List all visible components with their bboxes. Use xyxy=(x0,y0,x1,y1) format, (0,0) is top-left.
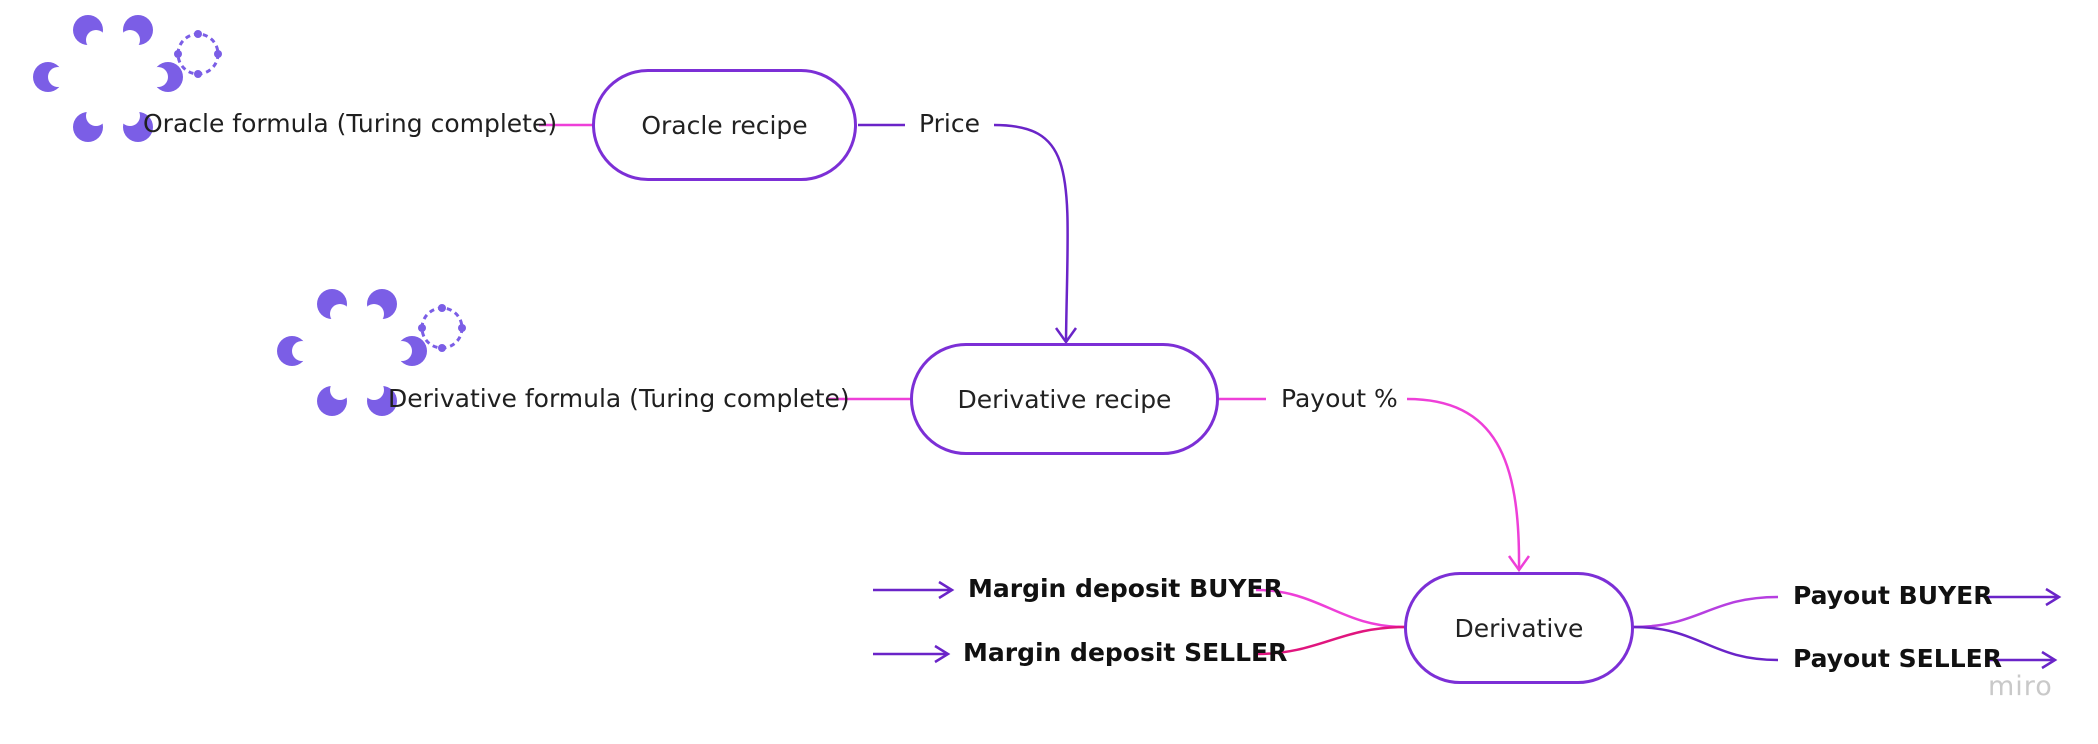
label-payout-pct[interactable]: Payout % xyxy=(1281,384,1398,413)
node-derivative[interactable]: Derivative xyxy=(1404,572,1634,684)
arrowhead-right xyxy=(938,580,955,600)
arrowhead-right xyxy=(2045,587,2062,607)
label-payout-buyer[interactable]: Payout BUYER xyxy=(1793,581,1993,610)
arrowhead-right xyxy=(934,644,951,664)
connector-margin-seller xyxy=(1255,625,1406,656)
node-oracle-recipe-label: Oracle recipe xyxy=(641,110,808,140)
node-oracle-recipe[interactable]: Oracle recipe xyxy=(592,69,857,181)
connector-payout-buyer xyxy=(1632,595,1779,629)
label-margin-buyer[interactable]: Margin deposit BUYER xyxy=(968,574,1283,603)
connector-payout-seller xyxy=(1632,625,1779,662)
node-derivative-recipe[interactable]: Derivative recipe xyxy=(910,343,1219,455)
connector-margin-buyer xyxy=(1255,588,1406,629)
arrowhead-right xyxy=(2041,650,2058,670)
label-oracle-formula[interactable]: Oracle formula (Turing complete) xyxy=(143,109,558,138)
node-derivative-label: Derivative xyxy=(1454,613,1584,643)
label-price[interactable]: Price xyxy=(919,109,980,138)
label-margin-seller[interactable]: Margin deposit SELLER xyxy=(963,638,1288,667)
label-derivative-formula[interactable]: Derivative formula (Turing complete) xyxy=(388,384,850,413)
label-payout-seller[interactable]: Payout SELLER xyxy=(1793,644,2002,673)
node-derivative-recipe-label: Derivative recipe xyxy=(957,384,1172,414)
miro-watermark: miro xyxy=(1988,671,2053,702)
arrowhead-down xyxy=(1054,327,1078,345)
connector-payout-to-derivative xyxy=(1406,397,1521,569)
connector-price-to-derivative-recipe xyxy=(993,123,1069,341)
arrowhead-down xyxy=(1507,555,1531,573)
